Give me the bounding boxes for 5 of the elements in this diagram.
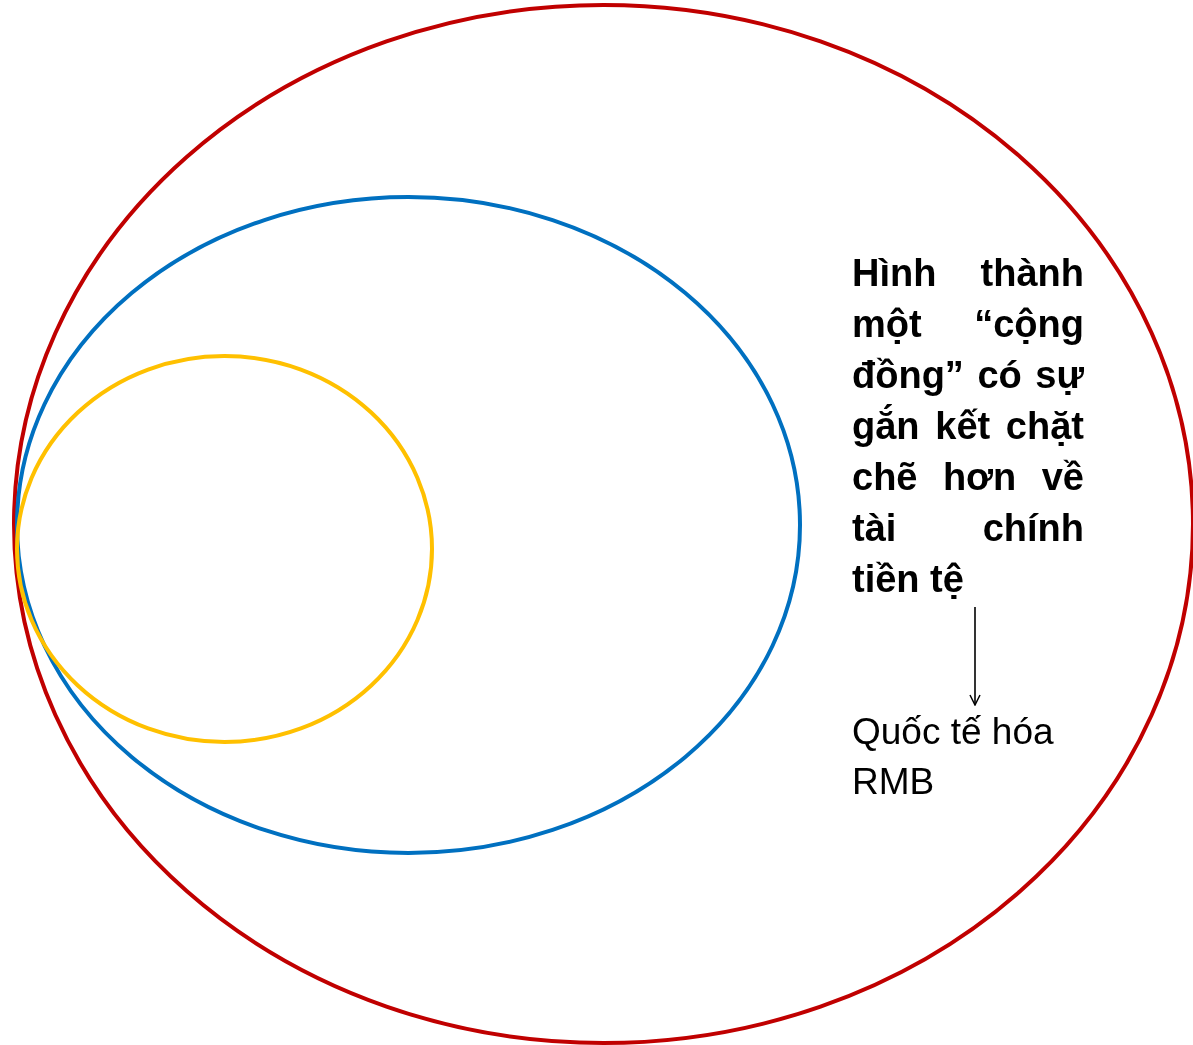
- arrow: [969, 606, 981, 706]
- inner-ellipse: [17, 356, 432, 742]
- result-text: Quốc tế hóa RMB: [852, 707, 1092, 807]
- middle-ellipse: [17, 197, 800, 853]
- bold-statement: Hình thành một “cộng đồng” có sự gắn kết chặt chẽ hơn về tài chính tiền tệ: [852, 248, 1084, 605]
